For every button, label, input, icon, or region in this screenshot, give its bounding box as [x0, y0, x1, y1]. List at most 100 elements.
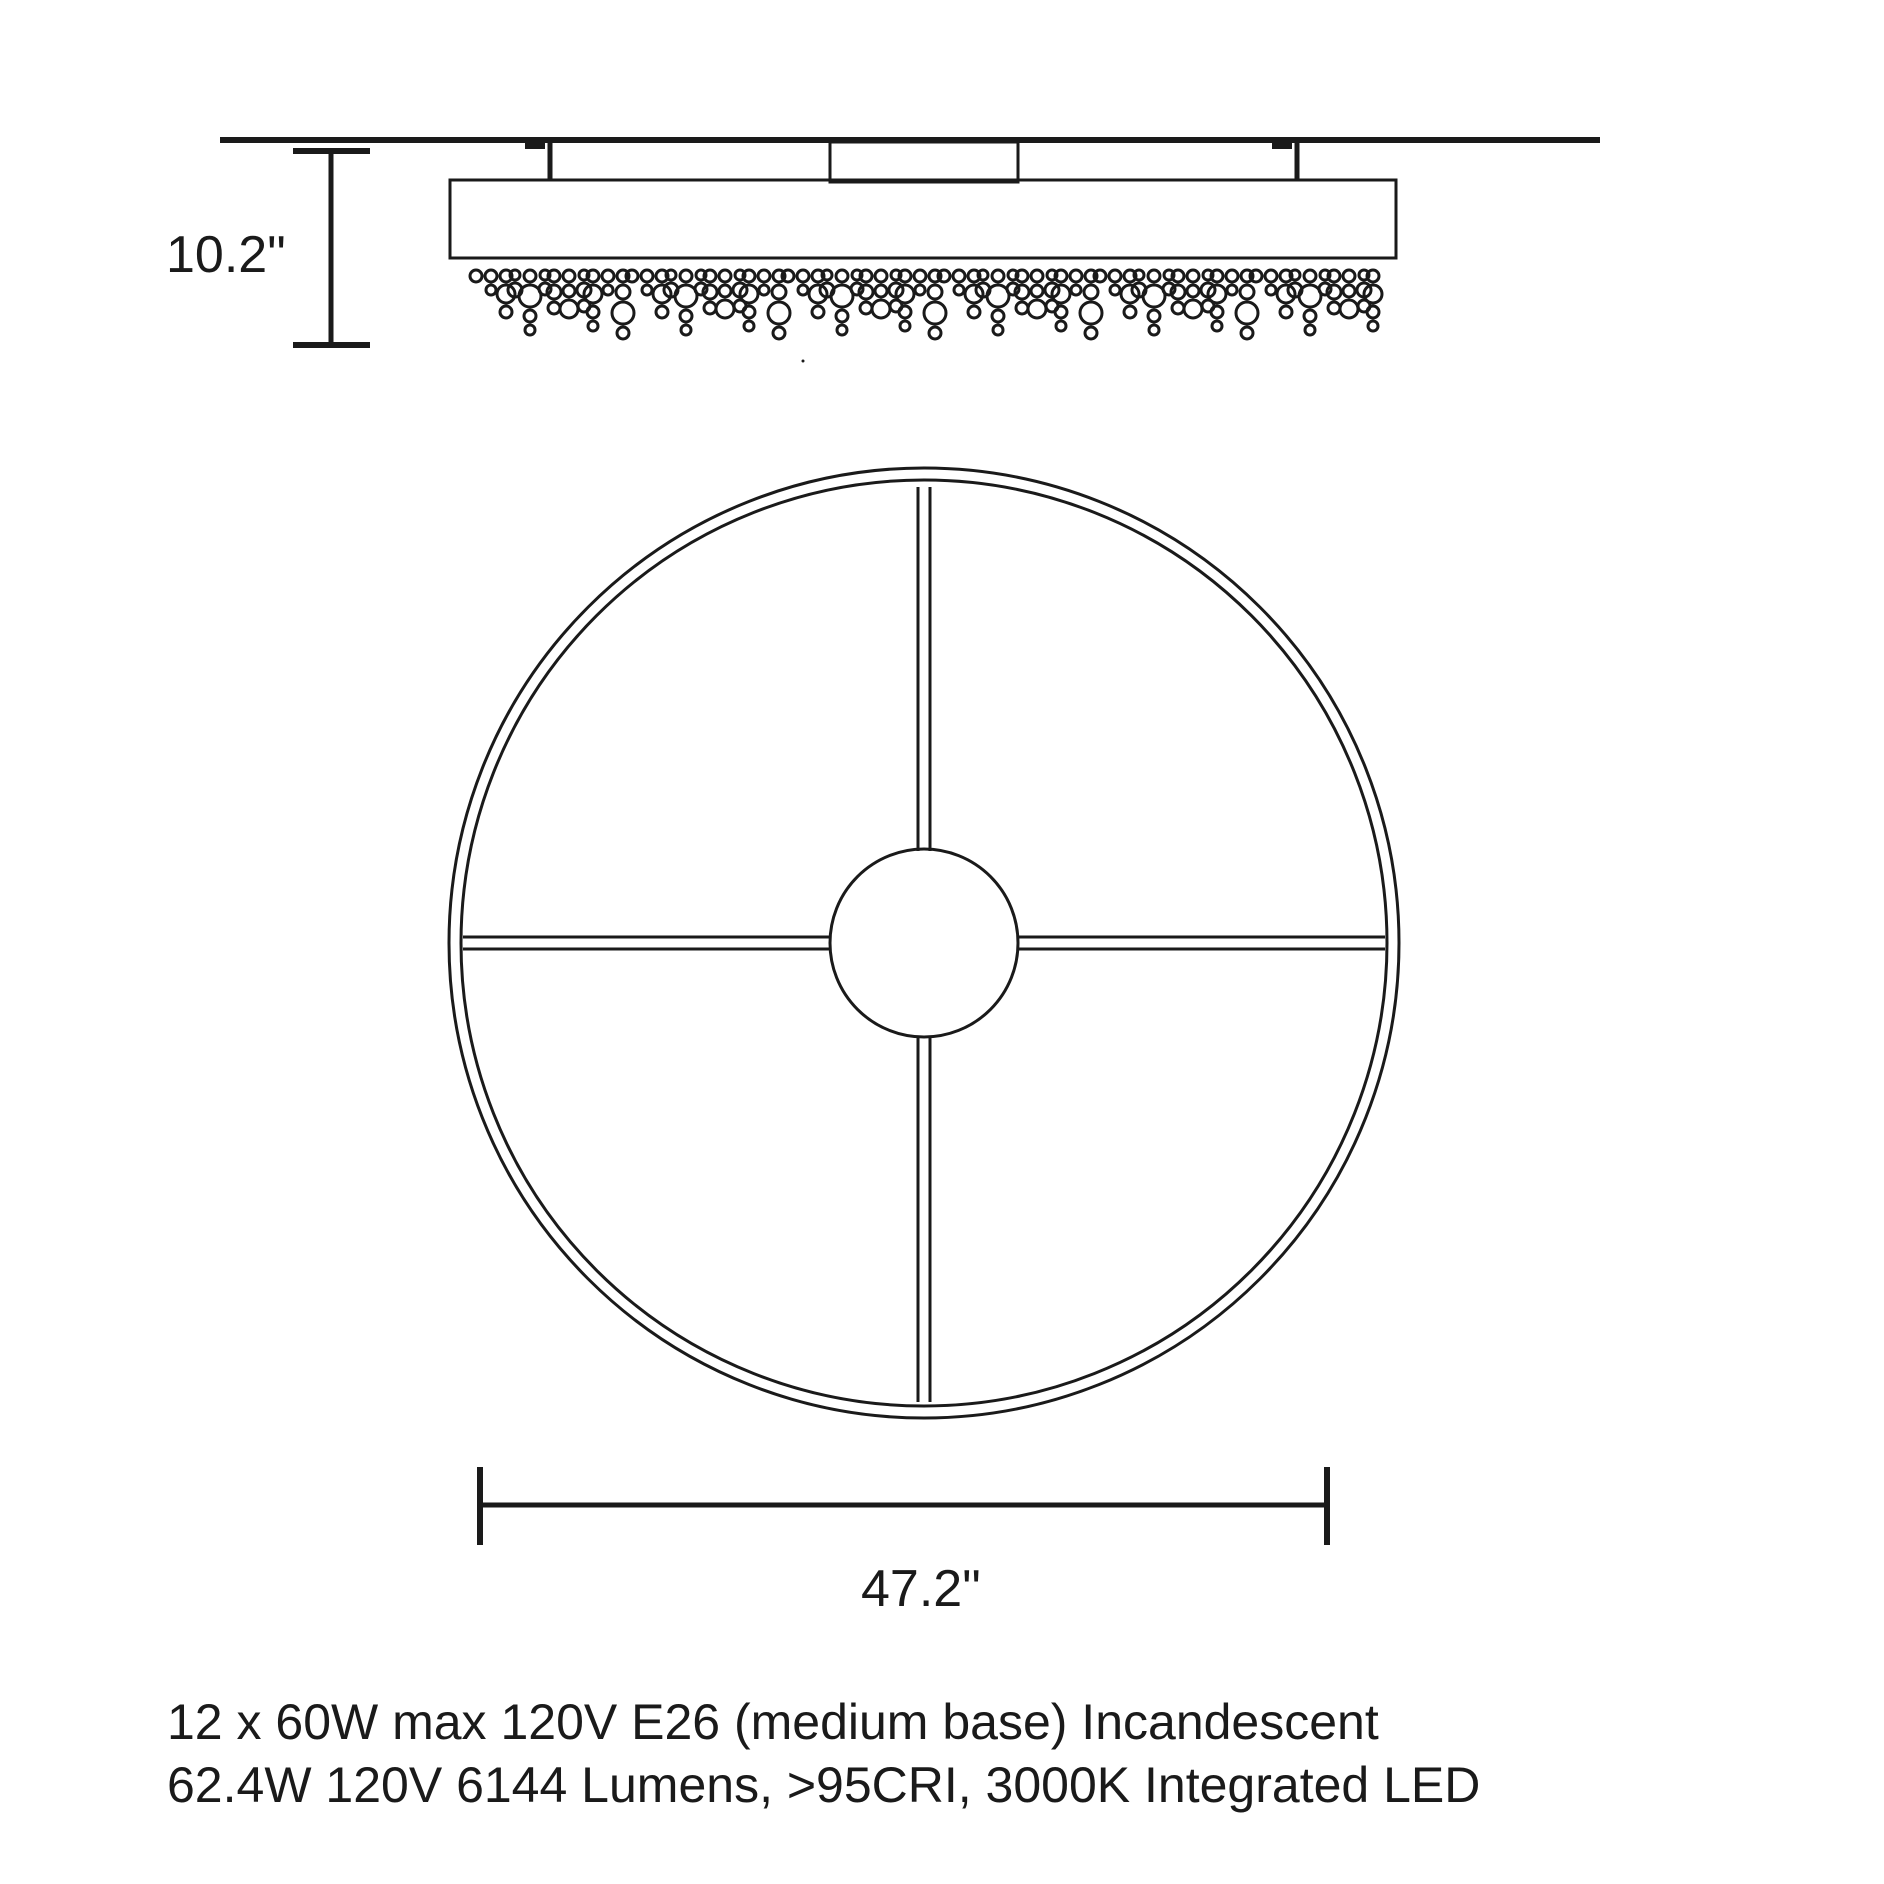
crystal	[1303, 323, 1317, 337]
crystal	[870, 298, 892, 320]
crystal	[1161, 281, 1177, 297]
spoke-top	[916, 487, 932, 851]
crystal	[912, 268, 928, 284]
crystal	[889, 268, 903, 282]
crystal	[990, 308, 1006, 324]
crystal	[742, 319, 756, 333]
crystal	[1357, 268, 1371, 282]
crystal	[1326, 268, 1342, 284]
crystal	[640, 283, 654, 297]
crystal	[1119, 283, 1141, 305]
crystal	[894, 283, 916, 305]
crystal	[757, 283, 771, 297]
crystal	[1045, 268, 1059, 282]
crystal	[585, 304, 601, 320]
crystal	[1365, 304, 1381, 320]
crystal	[991, 323, 1005, 337]
crystal	[990, 268, 1006, 284]
crystal	[1206, 283, 1228, 305]
crystal	[1068, 268, 1084, 284]
crystal	[1169, 283, 1187, 301]
crystal	[771, 325, 787, 341]
mounting-post-left	[525, 142, 553, 180]
crystal	[1326, 300, 1342, 316]
spec-incandescent: 12 x 60W max 120V E26 (medium base) Inca…	[167, 1694, 1379, 1750]
crystal	[966, 268, 982, 284]
crystal	[820, 268, 834, 282]
crystal	[1264, 283, 1278, 297]
crystal	[1132, 268, 1146, 282]
crystal	[517, 283, 543, 309]
crystal	[1297, 283, 1323, 309]
crystal	[1224, 268, 1240, 284]
crystal	[1366, 319, 1380, 333]
crystal	[1302, 268, 1318, 284]
crystal	[1278, 268, 1294, 284]
crystal	[733, 268, 747, 282]
fixture-body	[448, 178, 1398, 260]
crystal	[913, 283, 927, 297]
crystal	[1201, 268, 1215, 282]
crystal	[538, 268, 552, 282]
crystal-drops	[468, 268, 1384, 341]
crystal	[468, 268, 484, 284]
width-label: 47.2"	[861, 1560, 981, 1618]
crystal	[771, 268, 787, 284]
crystal	[873, 283, 889, 299]
crystal	[976, 268, 990, 282]
crystal	[1029, 268, 1045, 284]
crystal	[1162, 268, 1176, 282]
crystal	[966, 304, 982, 320]
crystal	[495, 283, 517, 305]
crystal	[1209, 268, 1225, 284]
crystal	[600, 268, 616, 284]
crystal	[1338, 298, 1360, 320]
crystal	[523, 323, 537, 337]
crystal	[1325, 283, 1343, 301]
crystal	[601, 283, 615, 297]
crystal	[624, 268, 640, 284]
crystal	[1005, 281, 1021, 297]
crystal	[1239, 268, 1255, 284]
crystal	[654, 268, 670, 284]
crystal	[1275, 283, 1297, 305]
crystal	[1238, 283, 1256, 301]
crystal	[585, 268, 601, 284]
crystal	[702, 300, 718, 316]
crystal	[1122, 304, 1138, 320]
crystal	[558, 298, 580, 320]
crystal	[1141, 283, 1167, 309]
crystal	[1122, 268, 1138, 284]
crystal	[738, 283, 760, 305]
crystal	[714, 298, 736, 320]
crystal	[1050, 283, 1072, 305]
crystal	[936, 268, 952, 284]
crystal	[701, 283, 719, 301]
crystal	[1362, 283, 1384, 305]
crystal	[673, 283, 699, 309]
crystal	[522, 268, 538, 284]
crystal	[546, 300, 562, 316]
crystal	[654, 304, 670, 320]
crystal	[546, 268, 562, 284]
crystal	[614, 283, 632, 301]
canopy	[828, 140, 1020, 184]
crystal	[1263, 268, 1279, 284]
crystal	[927, 325, 943, 341]
outer-ring-inner	[459, 478, 1389, 1408]
crystal	[1014, 300, 1030, 316]
crystal	[483, 268, 499, 284]
crystal	[858, 268, 874, 284]
crystal	[1146, 308, 1162, 324]
height-dimension	[293, 148, 370, 348]
center-hub	[828, 847, 1020, 1039]
mounting-post-right	[1272, 142, 1300, 180]
crystal	[679, 323, 693, 337]
crystal	[702, 268, 718, 284]
crystal	[780, 268, 796, 284]
crystal	[1365, 268, 1381, 284]
crystal	[651, 283, 673, 305]
stray-dot	[801, 359, 805, 363]
crystal	[926, 283, 944, 301]
crystal	[898, 319, 912, 333]
